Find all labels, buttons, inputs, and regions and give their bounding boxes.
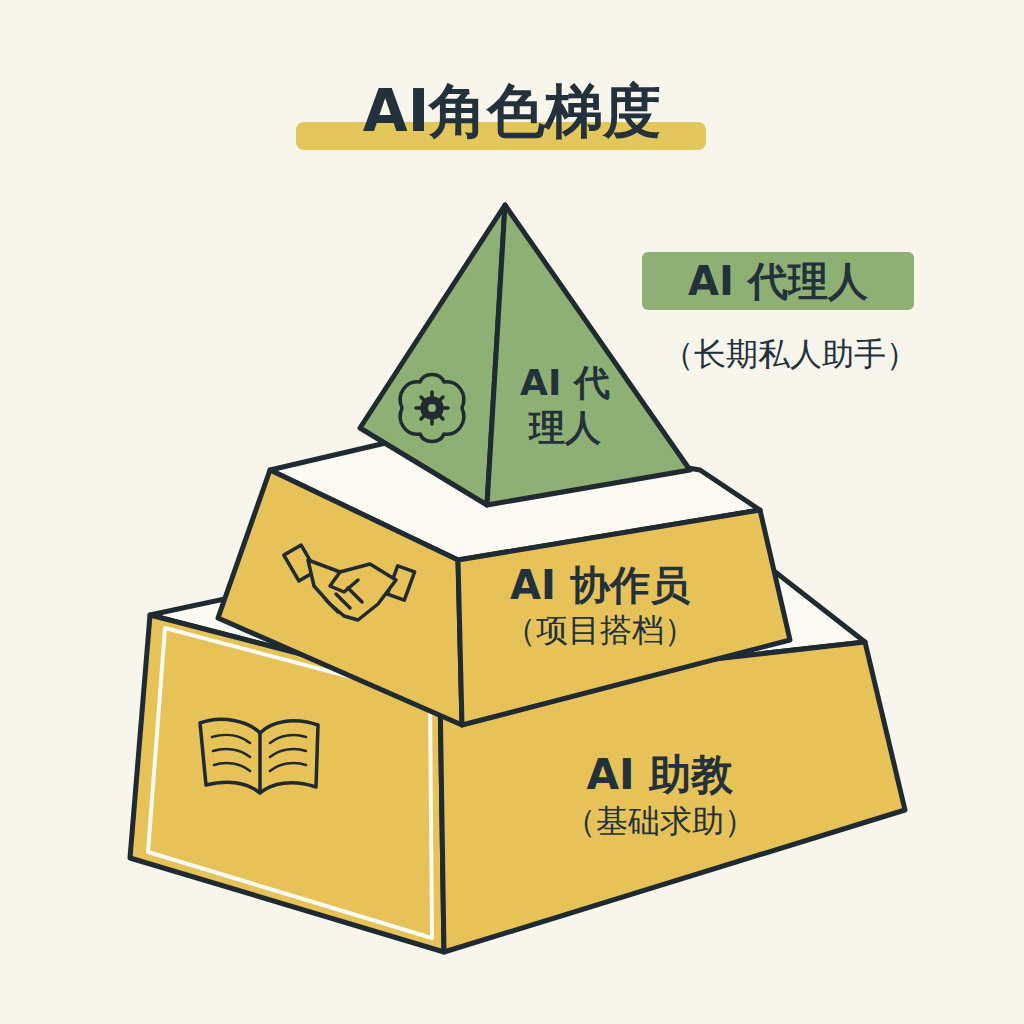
- apex-right-face: [487, 205, 690, 505]
- open-book-icon: [200, 719, 318, 793]
- middle-right-face: [458, 510, 790, 725]
- middle-left-face: [218, 470, 462, 725]
- apex-tier: AI 代理人: [505, 356, 625, 454]
- tier-name: AI 代理人: [513, 360, 617, 450]
- handshake-icon: [284, 545, 415, 620]
- tier-name: AI 助教: [498, 749, 822, 802]
- diagram-title: AI角色梯度: [363, 73, 661, 151]
- tier-subtitle: （基础求助）: [498, 801, 822, 841]
- callout-title: AI 代理人: [688, 254, 868, 309]
- tier-subtitle: （项目搭档）: [478, 610, 722, 650]
- tier-name: AI 协作员: [478, 560, 722, 610]
- apex-left-face: [360, 205, 505, 505]
- base-tier: AI 助教（基础求助）: [490, 745, 830, 846]
- callout-subtitle: （长期私人助手）: [662, 333, 918, 377]
- callout-highlight: [642, 252, 914, 310]
- middle-tier: AI 协作员（项目搭档）: [470, 556, 730, 654]
- brain-gear-icon: [400, 375, 464, 442]
